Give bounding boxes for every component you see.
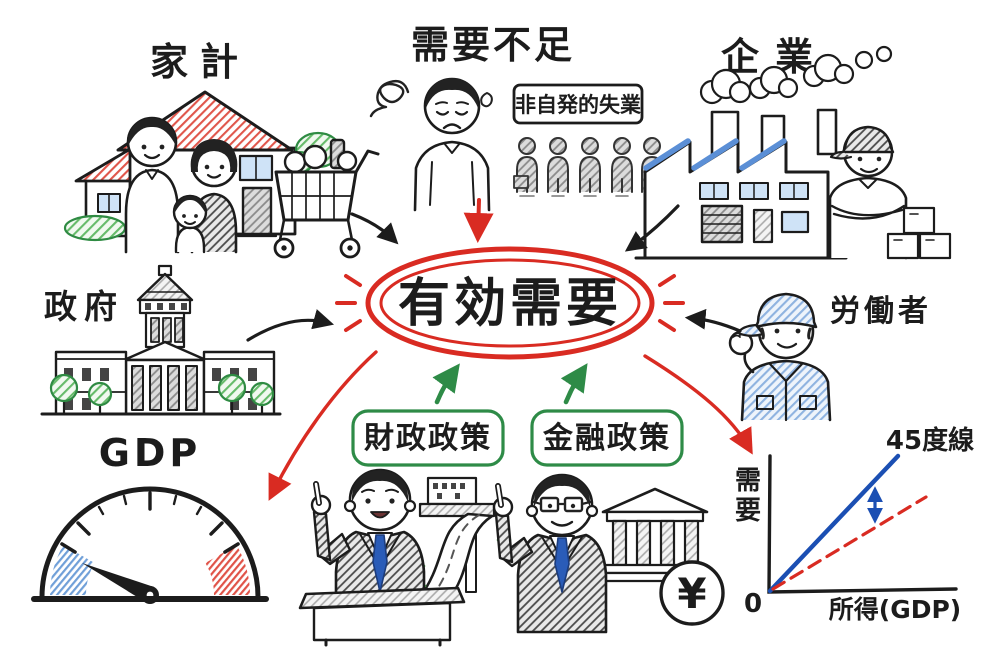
diet-building (40, 264, 282, 416)
demand-shortage-illustration: 需要不足 非自発的失業 (369, 23, 663, 212)
yen-symbol: ¥ (677, 569, 706, 618)
gdp-gauge: GDP (31, 431, 269, 604)
arrow-government-to-center (246, 309, 335, 342)
graph-axes (767, 454, 958, 594)
line-demand-dashed (771, 495, 928, 591)
demand-shortage-label: 需要不足 (411, 23, 575, 67)
flow-arrows (246, 198, 753, 501)
households-illustration: 家計 (63, 40, 380, 259)
line-45-degree (767, 453, 901, 594)
unemployment-tag-box (512, 83, 644, 125)
gauge-needle (82, 563, 154, 603)
origin-label: 0 (744, 589, 762, 619)
unemployment-tag-label: 非自発的失業 (515, 93, 642, 117)
arrow-households-to-center (350, 212, 399, 245)
income-graph: 需 要 0 所得(GDP) 45度線 (735, 425, 974, 624)
arrow-center-to-gdp (268, 350, 378, 501)
effective-demand-node: 有効需要 (335, 246, 685, 360)
yen-badge: ¥ (659, 560, 725, 626)
podium (298, 586, 466, 647)
arrow-shortage-to-center (463, 198, 494, 243)
emphasis-dashes (335, 274, 685, 332)
frustration-scribble-icon (369, 79, 410, 118)
gauge-blue-band (50, 545, 95, 595)
arrow-companies-to-center (624, 204, 680, 252)
factory (634, 108, 848, 260)
policy-boxes: 財政政策 金融政策 (351, 409, 684, 467)
x-axis-label: 所得(GDP) (829, 595, 961, 624)
government-illustration: 政府 (40, 264, 282, 416)
gauge-ticks (60, 491, 240, 554)
companies-illustration: 企業 (634, 35, 952, 260)
crates (886, 206, 952, 260)
arrow-fiscal-to-center (432, 363, 460, 405)
sad-man (413, 77, 491, 212)
line-45-label: 45度線 (886, 425, 974, 456)
monetary-illustration: ¥ (492, 473, 725, 634)
arrow-monetary-to-center (560, 363, 588, 405)
y-axis-label-char2: 要 (735, 496, 761, 526)
monetary-policy-label: 金融政策 (542, 421, 671, 456)
effective-demand-label: 有効需要 (398, 274, 622, 334)
shopping-cart (273, 138, 380, 259)
smoke-clouds (699, 45, 893, 105)
gdp-label: GDP (99, 431, 202, 475)
gauge-red-band (205, 545, 250, 595)
unemployed-queue (513, 137, 663, 197)
government-label: 政府 (44, 287, 124, 326)
factory-worker (828, 125, 908, 260)
households-label: 家計 (150, 40, 250, 84)
fiscal-policy-label: 財政政策 (364, 421, 492, 456)
workers-illustration: 労働者 (728, 292, 932, 422)
arrow-center-to-graph (643, 354, 753, 455)
sweat-drop-icon (480, 92, 493, 108)
fiscal-policy-box (351, 409, 505, 467)
y-axis-label-char1: 需 (735, 466, 761, 496)
monetary-policy-box (530, 409, 684, 467)
arrow-workers-to-center (684, 308, 742, 333)
fiscal-illustration (298, 468, 512, 647)
bush-left (63, 214, 127, 242)
banker-figure (492, 473, 608, 634)
workers-label: 労働者 (830, 294, 932, 329)
family-figures (124, 116, 238, 254)
trees (49, 373, 275, 416)
worker-figure (728, 292, 832, 422)
